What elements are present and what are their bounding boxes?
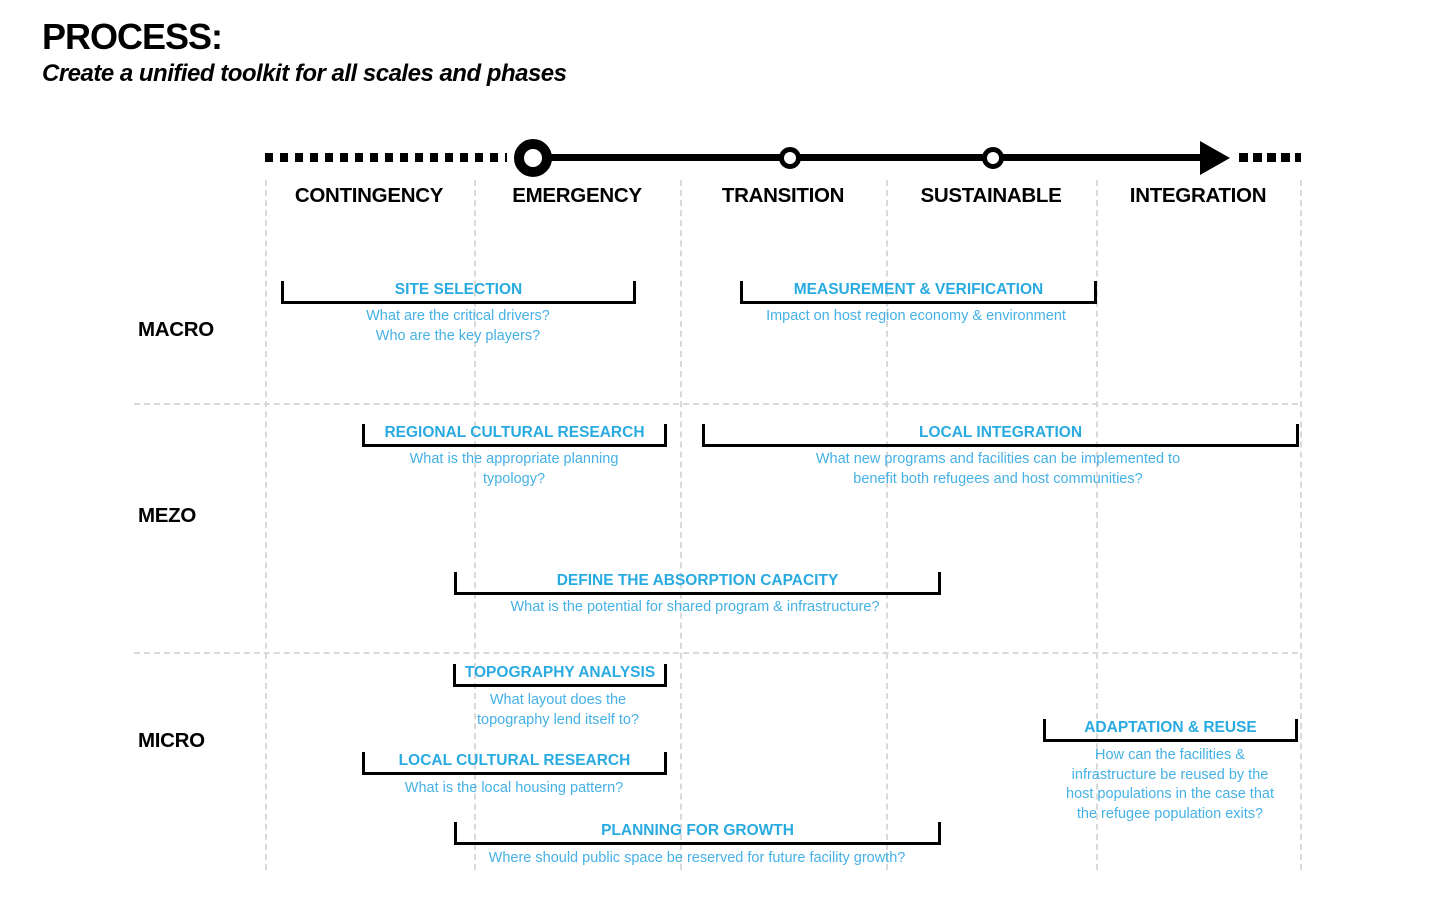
adaptation-reuse-bracket: ADAPTATION & REUSE <box>1043 719 1298 742</box>
question-line: Who are the key players? <box>375 327 541 344</box>
question-line: topography lend itself to? <box>476 711 640 728</box>
grid-vline-4 <box>886 180 888 870</box>
question-line: What is the appropriate planning <box>409 451 619 467</box>
row-label-micro: MICRO <box>138 729 205 752</box>
phase-label-transition: TRANSITION <box>721 184 845 207</box>
page-subtitle: Create a unified toolkit for all scales … <box>42 60 567 87</box>
grid-vline-2 <box>474 180 476 870</box>
site-selection-title: SITE SELECTION <box>394 281 523 298</box>
topography-analysis-bracket: TOPOGRAPHY ANALYSIS <box>453 664 667 687</box>
question-line: What is the potential for shared program… <box>510 599 880 615</box>
timeline-dotted-segment <box>265 153 507 162</box>
phase-label-sustainable: SUSTAINABLE <box>920 184 1062 207</box>
phase-label-integration: INTEGRATION <box>1129 184 1267 207</box>
planning-for-growth-bracket: PLANNING FOR GROWTH <box>454 822 941 845</box>
question-line: How can the facilities & <box>1095 747 1245 763</box>
local-cultural-research-bracket: LOCAL CULTURAL RESEARCH <box>362 752 667 775</box>
question-line: What are the critical drivers? <box>366 308 550 324</box>
define-absorption-capacity-bracket: DEFINE THE ABSORPTION CAPACITY <box>454 572 941 595</box>
grid-hline-mezo-micro <box>134 652 1298 654</box>
timeline-trailing-dashes <box>1239 153 1301 162</box>
timeline-arrow-icon <box>1200 141 1230 175</box>
phase-label-contingency: CONTINGENCY <box>294 184 444 207</box>
planning-for-growth-title: PLANNING FOR GROWTH <box>601 822 794 839</box>
grid-vline-6 <box>1300 180 1302 870</box>
row-label-mezo: MEZO <box>138 504 197 527</box>
timeline-node-emergency <box>514 139 552 177</box>
row-label-macro: MACRO <box>138 318 214 341</box>
grid-hline-macro-mezo <box>134 403 1298 405</box>
local-integration-title: LOCAL INTEGRATION <box>918 424 1083 441</box>
planning-for-growth-questions: Where should public space be reserved fo… <box>447 849 947 869</box>
timeline-solid-segment <box>550 154 1206 161</box>
topography-analysis-title: TOPOGRAPHY ANALYSIS <box>464 664 656 681</box>
define-absorption-capacity-title: DEFINE THE ABSORPTION CAPACITY <box>556 572 839 589</box>
question-line: What layout does the <box>489 692 627 708</box>
grid-vline-3 <box>680 180 682 870</box>
question-line: benefit both refugees and host communiti… <box>853 470 1143 487</box>
grid-vline-1 <box>265 180 267 870</box>
site-selection-questions: What are the critical drivers? Who are t… <box>308 307 608 346</box>
phase-label-emergency: EMERGENCY <box>512 184 642 207</box>
question-line: infrastructure be reused by the <box>1071 766 1269 783</box>
local-cultural-research-title: LOCAL CULTURAL RESEARCH <box>398 752 631 769</box>
regional-cultural-research-title: REGIONAL CULTURAL RESEARCH <box>384 424 645 441</box>
timeline-node-transition <box>779 147 801 169</box>
question-line: Where should public space be reserved fo… <box>488 850 906 866</box>
question-line: typology? <box>482 470 546 487</box>
regional-cultural-research-questions: What is the appropriate planning typolog… <box>364 450 664 489</box>
question-line: host populations in the case that <box>1066 786 1274 802</box>
question-line: What new programs and facilities can be … <box>815 451 1181 467</box>
measurement-verification-bracket: MEASUREMENT & VERIFICATION <box>740 281 1097 304</box>
grid-vline-5 <box>1096 180 1098 870</box>
adaptation-reuse-title: ADAPTATION & REUSE <box>1084 719 1257 736</box>
page-title: PROCESS: <box>42 16 223 57</box>
question-line: the refugee population exits? <box>1076 805 1264 822</box>
question-line: Impact on host region economy & environm… <box>766 308 1066 324</box>
measurement-verification-title: MEASUREMENT & VERIFICATION <box>793 281 1044 298</box>
local-integration-questions: What new programs and facilities can be … <box>738 450 1258 489</box>
define-absorption-capacity-questions: What is the potential for shared program… <box>465 598 925 618</box>
question-line: What is the local housing pattern? <box>404 780 624 796</box>
local-integration-bracket: LOCAL INTEGRATION <box>702 424 1299 447</box>
topography-analysis-questions: What layout does the topography lend its… <box>438 691 678 730</box>
regional-cultural-research-bracket: REGIONAL CULTURAL RESEARCH <box>362 424 667 447</box>
site-selection-bracket: SITE SELECTION <box>281 281 636 304</box>
measurement-verification-questions: Impact on host region economy & environm… <box>716 307 1116 327</box>
adaptation-reuse-questions: How can the facilities & infrastructure … <box>1040 746 1300 824</box>
timeline-node-sustainable <box>982 147 1004 169</box>
local-cultural-research-questions: What is the local housing pattern? <box>364 779 664 799</box>
